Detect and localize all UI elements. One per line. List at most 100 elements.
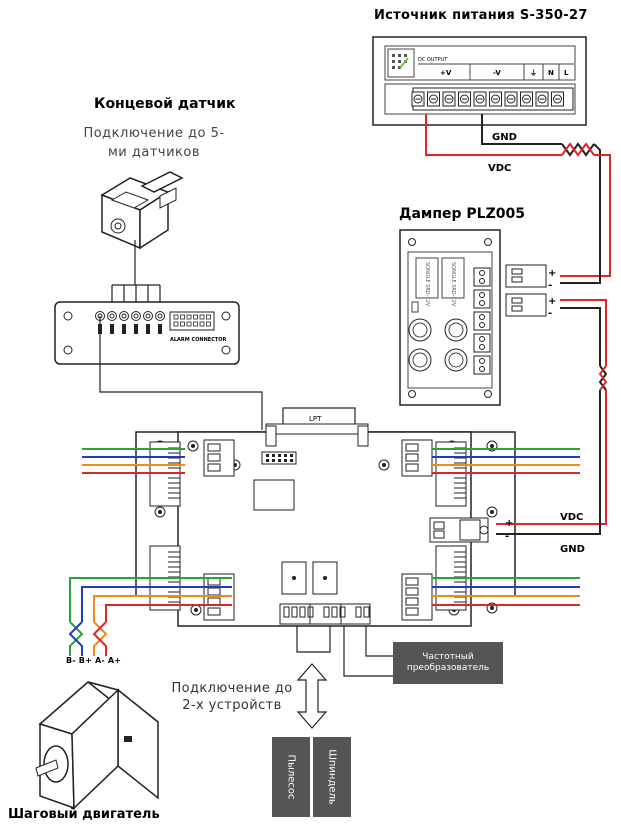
output-terminals [283, 604, 370, 624]
psu-wiring [425, 114, 611, 535]
damper-screw [479, 358, 485, 364]
plus-sign: + [548, 296, 556, 307]
lpt-pin [278, 454, 281, 457]
mount-screw-center [194, 608, 198, 612]
motor-title: Шаговый двигатель [8, 807, 160, 822]
vfd-label: Частотный преобразователь [406, 652, 490, 673]
alarm-screw-inner [133, 313, 139, 319]
damper-title: Дампер PLZ005 [399, 206, 525, 222]
spindle-label: Шпиндель [326, 749, 338, 805]
mount-screw-center [382, 463, 386, 467]
coil-labels: B- B+ A- A+ [66, 656, 122, 665]
terminal-slot [207, 443, 221, 452]
minus-sign: - [505, 531, 509, 542]
lpt-pin [278, 459, 281, 462]
alarm-pin-label [110, 324, 114, 334]
vdc-top-label: VDC [488, 163, 511, 174]
alarm-pin [186, 321, 192, 327]
motor-wire-twist [68, 621, 83, 656]
motor-wire [105, 604, 232, 622]
vdc-right-label: VDC [560, 512, 583, 523]
damper-terminal [473, 311, 491, 331]
terminal-slot [207, 463, 221, 472]
plus-sign: + [548, 268, 556, 279]
output-slot [339, 606, 346, 618]
mount-screw-center [490, 606, 494, 610]
alarm-board: ALARM CONNECTOR [54, 301, 240, 365]
vfd-label-box: Частотный преобразователь [393, 642, 503, 684]
power-supply: DC OUTPUT +V -V ⏚ N L [372, 36, 587, 126]
minus-sign: - [548, 280, 552, 291]
motor-wire [81, 586, 232, 622]
limit-switch-title: Концевой датчик [94, 96, 236, 112]
damper-terminal [473, 289, 491, 309]
mount-screw-center [191, 444, 195, 448]
lpt-pin [284, 454, 287, 457]
alarm-connector-pins [173, 314, 211, 327]
output-slot [363, 606, 370, 618]
alarm-pin [180, 321, 185, 327]
gnd-right-label: GND [560, 544, 585, 555]
vacuum-label: Пылесос [285, 754, 297, 800]
minus-sign: - [548, 308, 552, 319]
damper-screw [479, 292, 485, 298]
damper-screw [479, 314, 485, 320]
stepper-motor [35, 681, 159, 810]
damper-terminal [473, 355, 491, 375]
output-slot [299, 606, 306, 618]
gnd-top-label: GND [492, 132, 517, 143]
lpt-pins [266, 454, 293, 462]
spindle-label-box: Шпиндель [313, 737, 351, 817]
damper-terminal [473, 267, 491, 287]
alarm-pin-label [122, 324, 126, 334]
damper-plz005: SONGLE SRD-12V SONGLE SRD-12V [399, 229, 501, 406]
connect-devices-text: Подключение до 2-х устройств [171, 681, 293, 713]
terminal-slot [405, 607, 419, 616]
alarm-pin [186, 314, 192, 320]
alarm-screw-inner [145, 313, 151, 319]
damper-input-blocks [505, 264, 547, 317]
damper-screw [479, 322, 485, 328]
output-slot [331, 606, 338, 618]
alarm-pin [199, 314, 205, 320]
lpt-pin [266, 454, 269, 457]
svg-text:SONGLE SRD-12V: SONGLE SRD-12V [424, 262, 430, 307]
terminal-slot [405, 443, 419, 452]
alarm-pin [193, 314, 198, 320]
psu-term-label: -V [493, 69, 501, 77]
alarm-connector-text: ALARM CONNECTOR [170, 337, 227, 343]
output-slot [323, 606, 330, 618]
motor-wire [69, 577, 232, 622]
terminal-slot [405, 463, 419, 472]
limit-switch-sensor [100, 171, 184, 250]
limit-switch-subtitle: Подключение до 5-ми датчиков [83, 126, 225, 160]
alarm-pin-label [134, 324, 138, 334]
psu-title: Источник питания S-350-27 [374, 8, 588, 23]
psu-screw-row [411, 91, 564, 107]
alarm-pin [173, 321, 179, 327]
psu-term-label: ⏚ [530, 69, 537, 77]
lpt-pin [266, 459, 269, 462]
psu-dc-output-text: DC OUTPUT [418, 57, 448, 63]
lpt-pin [290, 459, 293, 462]
terminal-slot [207, 587, 221, 596]
damper-terminal [473, 333, 491, 353]
psu-term-label: N [548, 69, 554, 77]
lpt-text: LPT [309, 415, 322, 423]
lpt-pin [272, 459, 275, 462]
terminal-slot [405, 453, 419, 462]
psu-term-label: +V [440, 69, 452, 77]
damper-screw [479, 278, 485, 284]
alarm-pin [199, 321, 205, 327]
motor-wire [93, 595, 232, 622]
output-connections [296, 626, 393, 729]
motor-wire-twist [92, 621, 107, 656]
svg-text:SONGLE SRD-12V: SONGLE SRD-12V [450, 262, 456, 307]
alarm-pin [206, 314, 211, 320]
alarm-pin [173, 314, 179, 320]
terminal-slot [207, 453, 221, 462]
controller-board: LPT [135, 407, 516, 627]
alarm-screw-inner [157, 313, 163, 319]
